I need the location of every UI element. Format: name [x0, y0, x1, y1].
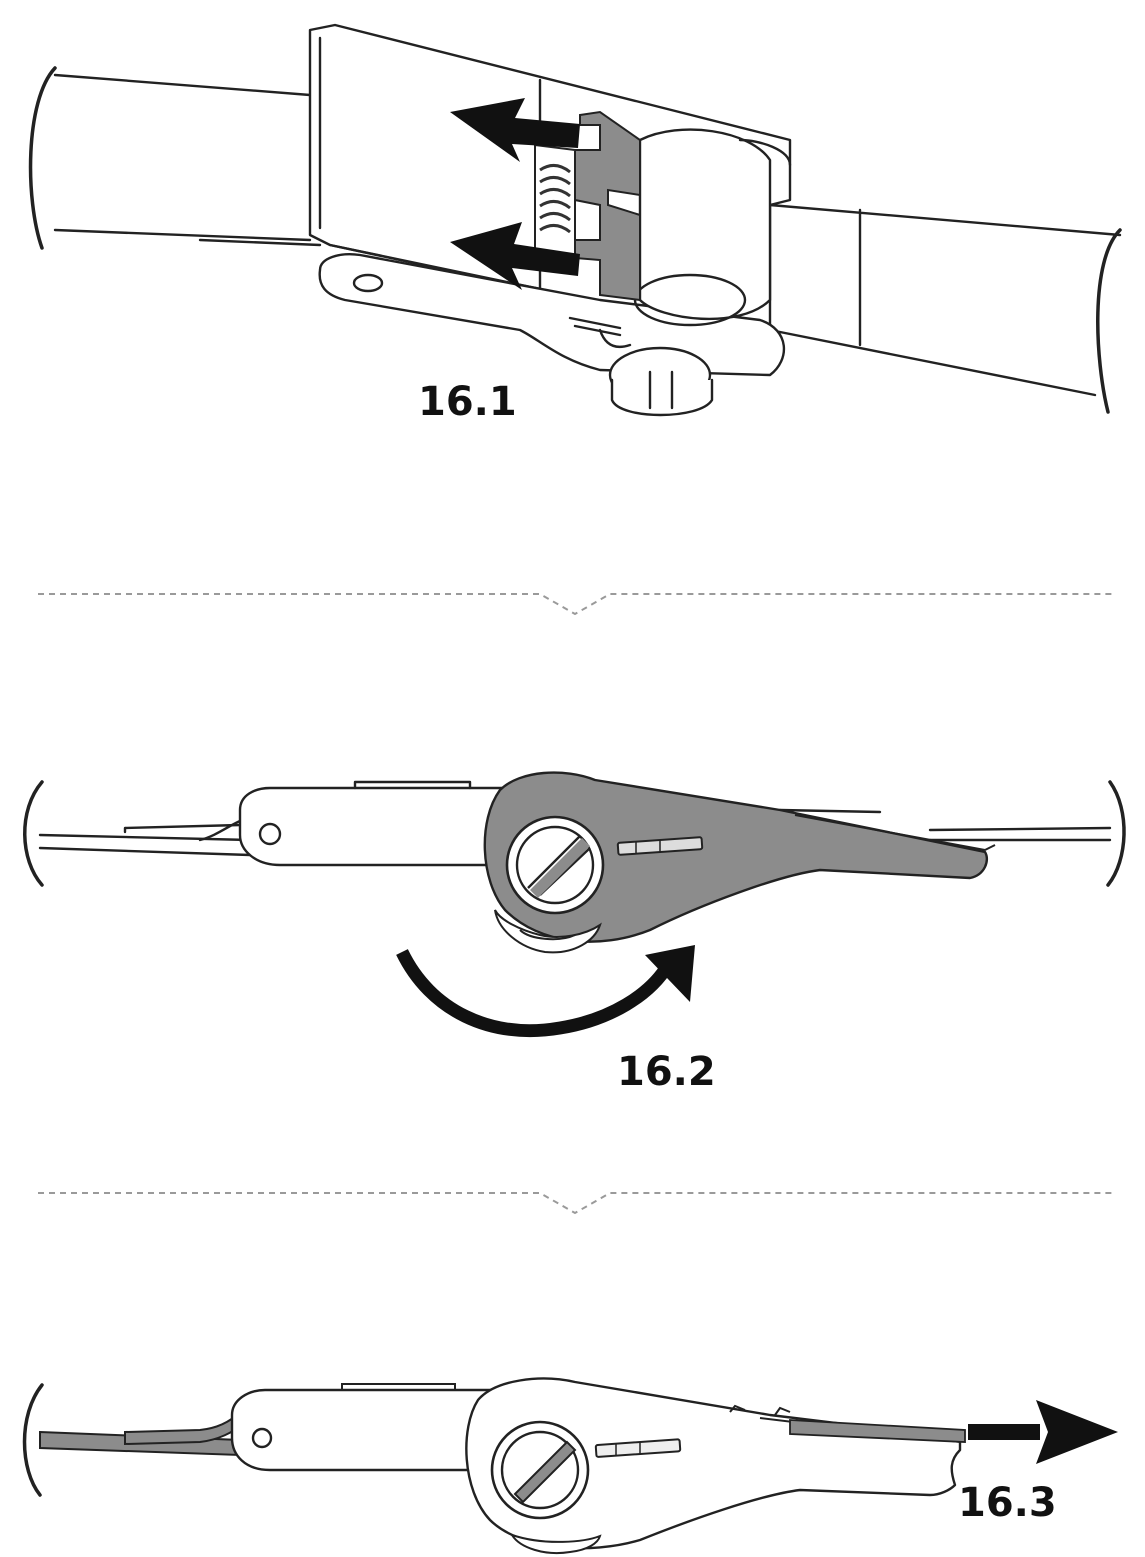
step-16-1-panel: 16.1 — [0, 0, 1145, 440]
pull-arrow-top-icon — [450, 98, 580, 162]
section-divider — [38, 593, 1112, 616]
pull-arrow-right-icon — [968, 1400, 1118, 1464]
strap-cut-right-icon — [1106, 780, 1126, 887]
step-16-2-illustration — [23, 771, 1126, 1038]
step-label-16-2: 16.2 — [617, 1049, 716, 1095]
step-16-3-illustration — [22, 1377, 1118, 1554]
step-16-2-panel: 16.2 — [0, 740, 1145, 1100]
drum-head-icon — [505, 815, 605, 915]
pull-arrows — [450, 98, 580, 290]
spring-icon — [539, 164, 571, 234]
handle-lever — [465, 1377, 962, 1550]
section-divider — [38, 1192, 1112, 1215]
strap-cut-right-icon — [1096, 228, 1122, 414]
strap-line — [38, 826, 1112, 857]
step-16-1-illustration — [28, 23, 1122, 417]
rotate-arrow-icon — [396, 949, 674, 1038]
strap-left — [53, 73, 322, 247]
ratchet-lower-arm — [318, 253, 785, 377]
strap-cut-left-icon — [28, 66, 57, 250]
strap-cut-left-icon — [23, 780, 44, 887]
strap-right — [768, 203, 1122, 397]
pull-arrow-bottom-icon — [450, 222, 580, 290]
drum-head-icon — [490, 1420, 590, 1520]
ratchet-drum — [638, 128, 772, 321]
handle-lever — [483, 771, 989, 943]
step-label-16-1: 16.1 — [418, 379, 517, 425]
step-label-16-3: 16.3 — [958, 1480, 1057, 1526]
step-16-3-panel: 16.3 — [0, 1360, 1145, 1557]
lever-slot — [594, 1438, 682, 1458]
strap-cut-left-icon — [22, 1383, 44, 1497]
